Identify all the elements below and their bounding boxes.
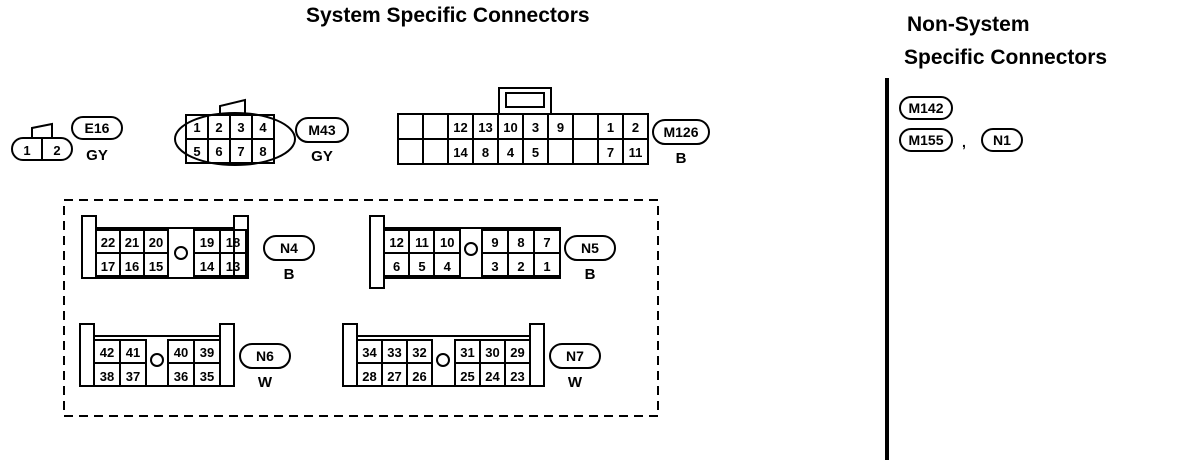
pin-n7-33: 33 xyxy=(387,345,401,360)
pin-n5-4: 4 xyxy=(444,259,452,274)
pin-n7-28: 28 xyxy=(362,369,376,384)
pin-n6-40: 40 xyxy=(174,345,188,360)
connector-color-m126: B xyxy=(676,150,687,167)
pin-n5-10: 10 xyxy=(440,235,454,250)
pin-m126-8: 8 xyxy=(482,145,489,160)
pin-n7-30: 30 xyxy=(485,345,499,360)
pin-n4-18: 18 xyxy=(226,235,240,250)
pin-m43-7: 7 xyxy=(237,144,244,159)
pin-m43-8: 8 xyxy=(259,144,266,159)
pin-n7-29: 29 xyxy=(510,345,524,360)
non-system-title-line2: Specific Connectors xyxy=(904,46,1108,69)
system-connectors-diagram: E16 GY M43 GY M126 B N4 B N5 B N6 W N7 W… xyxy=(11,87,710,417)
pin-m43-2: 2 xyxy=(215,120,222,135)
connector-color-n4: B xyxy=(284,266,295,283)
pin-n7-26: 26 xyxy=(412,369,426,384)
pin-n7-25: 25 xyxy=(460,369,474,384)
non-system-connectors: M142 M155 , N1 xyxy=(899,96,1023,152)
pin-m126-11: 11 xyxy=(629,145,643,160)
pin-n7-24: 24 xyxy=(485,369,500,384)
connector-color-n5: B xyxy=(585,266,596,283)
connector-color-m43: GY xyxy=(311,148,333,165)
connector-color-n6: W xyxy=(258,374,273,391)
connector-id-n7: N7 xyxy=(566,348,584,364)
pin-n5-3: 3 xyxy=(491,259,498,274)
pin-m126-7: 7 xyxy=(607,145,614,160)
section-divider xyxy=(885,78,889,460)
pin-n4-17: 17 xyxy=(101,259,115,274)
pin-n7-32: 32 xyxy=(412,345,426,360)
pin-n4-14: 14 xyxy=(200,259,215,274)
non-system-title-line1: Non-System xyxy=(907,13,1030,36)
pin-m126-5: 5 xyxy=(532,145,539,160)
pin-n6-42: 42 xyxy=(100,345,114,360)
non-system-id-m155: M155 xyxy=(908,132,943,148)
pin-e16-1: 1 xyxy=(23,143,30,158)
connector-color-n7: W xyxy=(568,374,583,391)
pin-m126-3: 3 xyxy=(532,120,539,135)
pin-n4-16: 16 xyxy=(125,259,139,274)
pin-n7-34: 34 xyxy=(362,345,377,360)
pin-m126-1: 1 xyxy=(607,120,614,135)
pin-n7-31: 31 xyxy=(460,345,474,360)
pin-n5-1: 1 xyxy=(543,259,550,274)
pin-m126-13: 13 xyxy=(478,120,492,135)
pin-n4-15: 15 xyxy=(149,259,163,274)
pin-n6-35: 35 xyxy=(200,369,214,384)
pin-m43-1: 1 xyxy=(193,120,200,135)
pin-n4-21: 21 xyxy=(125,235,139,250)
pin-n5-5: 5 xyxy=(418,259,425,274)
pin-n4-20: 20 xyxy=(149,235,163,250)
connector-id-n6: N6 xyxy=(256,348,274,364)
pin-m126-10: 10 xyxy=(503,120,517,135)
pin-n7-23: 23 xyxy=(510,369,524,384)
pin-n6-41: 41 xyxy=(126,345,140,360)
pin-n4-19: 19 xyxy=(200,235,214,250)
pin-m126-4: 4 xyxy=(507,145,515,160)
pin-n5-8: 8 xyxy=(517,235,524,250)
connector-id-n5: N5 xyxy=(581,240,599,256)
pin-n4-13: 13 xyxy=(226,259,240,274)
pin-n6-39: 39 xyxy=(200,345,214,360)
pin-m43-3: 3 xyxy=(237,120,244,135)
pin-n5-12: 12 xyxy=(389,235,403,250)
pin-n7-27: 27 xyxy=(387,369,401,384)
pin-m43-5: 5 xyxy=(193,144,200,159)
non-system-id-n1: N1 xyxy=(993,132,1011,148)
connector-id-e16: E16 xyxy=(85,120,110,136)
pin-n5-11: 11 xyxy=(415,235,429,250)
pin-n4-22: 22 xyxy=(101,235,115,250)
pin-n5-2: 2 xyxy=(517,259,524,274)
non-system-id-m142: M142 xyxy=(908,100,943,116)
pin-n6-37: 37 xyxy=(126,369,140,384)
system-specific-title: System Specific Connectors xyxy=(306,4,590,27)
pin-m126-9: 9 xyxy=(557,120,564,135)
pin-m126-2: 2 xyxy=(632,120,639,135)
pin-n5-9: 9 xyxy=(491,235,498,250)
connector-id-n4: N4 xyxy=(280,240,298,256)
pin-n5-6: 6 xyxy=(393,259,400,274)
pin-m126-14: 14 xyxy=(453,145,468,160)
pin-n5-7: 7 xyxy=(543,235,550,250)
pin-m43-6: 6 xyxy=(215,144,222,159)
pin-m126-12: 12 xyxy=(453,120,467,135)
pin-n6-38: 38 xyxy=(100,369,114,384)
pin-e16-2: 2 xyxy=(53,143,60,158)
connector-id-m126: M126 xyxy=(663,124,698,140)
connector-id-m43: M43 xyxy=(308,122,335,138)
connector-color-e16: GY xyxy=(86,147,108,164)
non-system-separator: , xyxy=(962,134,966,150)
pin-m43-4: 4 xyxy=(259,120,267,135)
pin-n6-36: 36 xyxy=(174,369,188,384)
